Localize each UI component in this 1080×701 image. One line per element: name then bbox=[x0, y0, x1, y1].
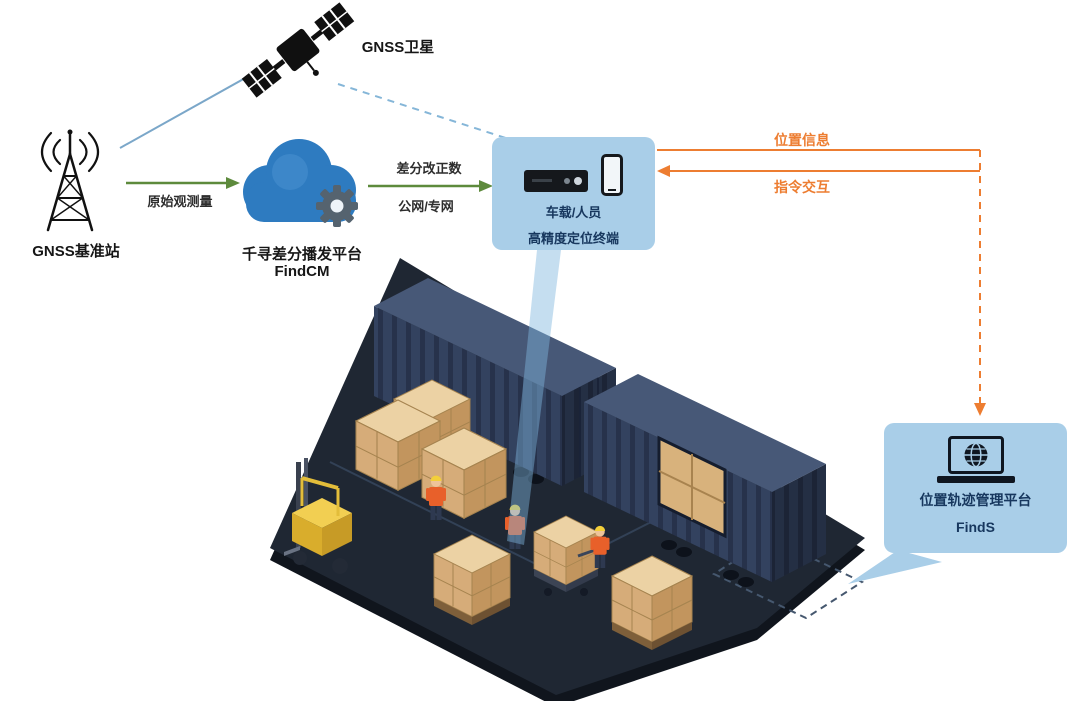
arrow-position-info bbox=[657, 149, 986, 416]
arrow-raw-observation bbox=[126, 177, 240, 189]
shipping-container-2 bbox=[584, 374, 826, 587]
terminal-label-line2: 高精度定位终端 bbox=[527, 231, 619, 246]
base-station-label: GNSS基准站 bbox=[32, 243, 120, 260]
globe-icon bbox=[964, 442, 987, 468]
link-satellite-to-base bbox=[119, 71, 257, 149]
gnss-base-station-icon bbox=[40, 129, 100, 232]
smartphone-icon bbox=[601, 154, 623, 196]
container-open-door bbox=[657, 435, 727, 539]
management-platform-name: 位置轨迹管理平台 bbox=[919, 492, 1032, 508]
warehouse-yard bbox=[270, 258, 865, 701]
management-platform-product: FindS bbox=[956, 519, 995, 535]
correction-label-line1: 差分改正数 bbox=[396, 161, 462, 176]
position-info-label: 位置信息 bbox=[774, 132, 830, 148]
terminal-label-line1: 车载/人员 bbox=[545, 205, 602, 220]
pallet-jack bbox=[534, 547, 599, 596]
command-label: 指令交互 bbox=[774, 179, 830, 195]
gear-icon bbox=[316, 185, 358, 227]
positioning-beam bbox=[507, 250, 561, 545]
laptop-globe-icon bbox=[936, 436, 1015, 483]
satellite-label: GNSS卫星 bbox=[361, 39, 435, 56]
forklift bbox=[284, 458, 352, 574]
arrow-command bbox=[657, 165, 980, 177]
cloud-platform-product: FindCM bbox=[274, 263, 330, 280]
management-platform-panel: 位置轨迹管理平台 FindS bbox=[884, 423, 1067, 553]
finds-callout-tail bbox=[848, 550, 942, 584]
arrow-correction bbox=[368, 180, 493, 192]
link-satellite-to-terminal bbox=[337, 83, 513, 141]
terminal-panel: 车载/人员 高精度定位终端 bbox=[492, 137, 655, 250]
raw-observation-label: 原始观测量 bbox=[147, 194, 213, 209]
cloud-platform-name: 千寻差分播发平台 bbox=[241, 246, 363, 263]
correction-label-line2: 公网/专网 bbox=[398, 199, 454, 214]
cloud-platform-icon bbox=[243, 139, 358, 227]
pallet-stacks bbox=[355, 379, 693, 650]
vehicle-terminal-icon bbox=[524, 170, 588, 192]
gnss-satellite-icon bbox=[241, 2, 355, 98]
